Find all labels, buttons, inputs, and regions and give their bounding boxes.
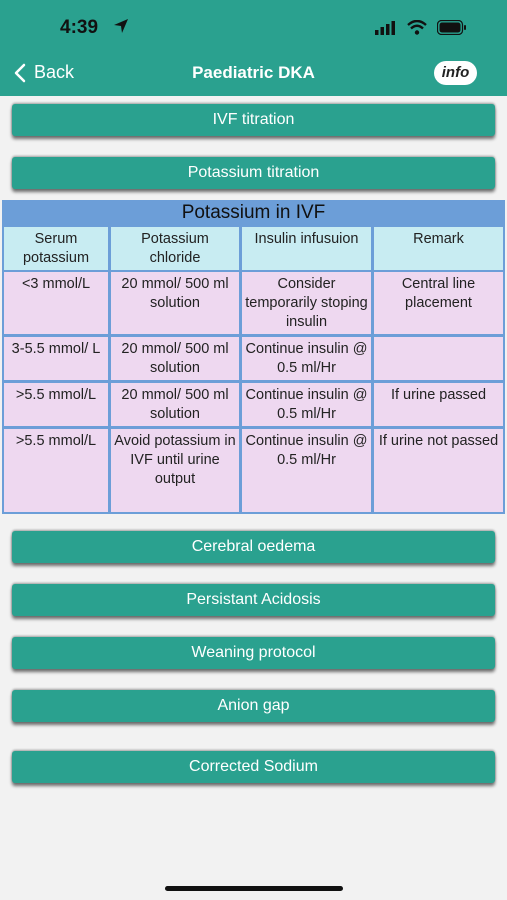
table-cell: 3-5.5 mmol/ L — [4, 337, 108, 380]
weaning-protocol-button[interactable]: Weaning protocol — [12, 637, 495, 669]
table-cell: Consider temporarily stoping insulin — [242, 272, 371, 334]
table-cell: 20 mmol/ 500 ml solution — [111, 272, 239, 334]
table-cell: Continue insulin @ 0.5 ml/Hr — [242, 429, 371, 512]
table-cell: Continue insulin @ 0.5 ml/Hr — [242, 383, 371, 426]
table-cell: If urine not passed — [374, 429, 503, 512]
home-indicator[interactable] — [165, 886, 343, 891]
anion-gap-button[interactable]: Anion gap — [12, 690, 495, 722]
table-cell: Avoid potassium in IVF until urine outpu… — [111, 429, 239, 512]
table-cell: If urine passed — [374, 383, 503, 426]
back-label: Back — [34, 62, 75, 82]
corrected-sodium-button[interactable]: Corrected Sodium — [12, 751, 495, 783]
table-header-cell: Insulin infusuion — [242, 227, 371, 270]
nav-header: 4:39 Back Paediatric DKA info — [0, 0, 507, 96]
chevron-left-icon — [14, 63, 26, 82]
table-cell: <3 mmol/L — [4, 272, 108, 334]
table-cell: >5.5 mmol/L — [4, 383, 108, 426]
table-header-cell: Potassium chloride — [111, 227, 239, 270]
table-cell — [374, 337, 503, 380]
signal-icon — [375, 20, 395, 35]
potassium-ivf-table: Potassium in IVF Serum potassium Potassi… — [2, 200, 505, 514]
cerebral-oedema-button[interactable]: Cerebral oedema — [12, 531, 495, 563]
back-button[interactable]: Back — [14, 62, 74, 83]
status-icons — [375, 20, 467, 35]
battery-icon — [437, 20, 466, 35]
location-arrow-icon — [114, 19, 128, 33]
table-header-cell: Serum potassium — [4, 227, 108, 270]
table-cell: Continue insulin @ 0.5 ml/Hr — [242, 337, 371, 380]
table-cell: >5.5 mmol/L — [4, 429, 108, 512]
page-title: Paediatric DKA — [192, 63, 315, 82]
table-cell: Central line placement — [374, 272, 503, 334]
potassium-titration-button[interactable]: Potassium titration — [12, 157, 495, 189]
status-time: 4:39 — [60, 17, 99, 38]
persistant-acidosis-button[interactable]: Persistant Acidosis — [12, 584, 495, 616]
table-header-cell: Remark — [374, 227, 503, 270]
table-cell: 20 mmol/ 500 ml solution — [111, 383, 239, 426]
table-title: Potassium in IVF — [181, 202, 326, 223]
wifi-icon — [407, 20, 427, 35]
table-cell: 20 mmol/ 500 ml solution — [111, 337, 239, 380]
ivf-titration-button[interactable]: IVF titration — [12, 104, 495, 136]
info-button[interactable]: info — [434, 61, 477, 85]
